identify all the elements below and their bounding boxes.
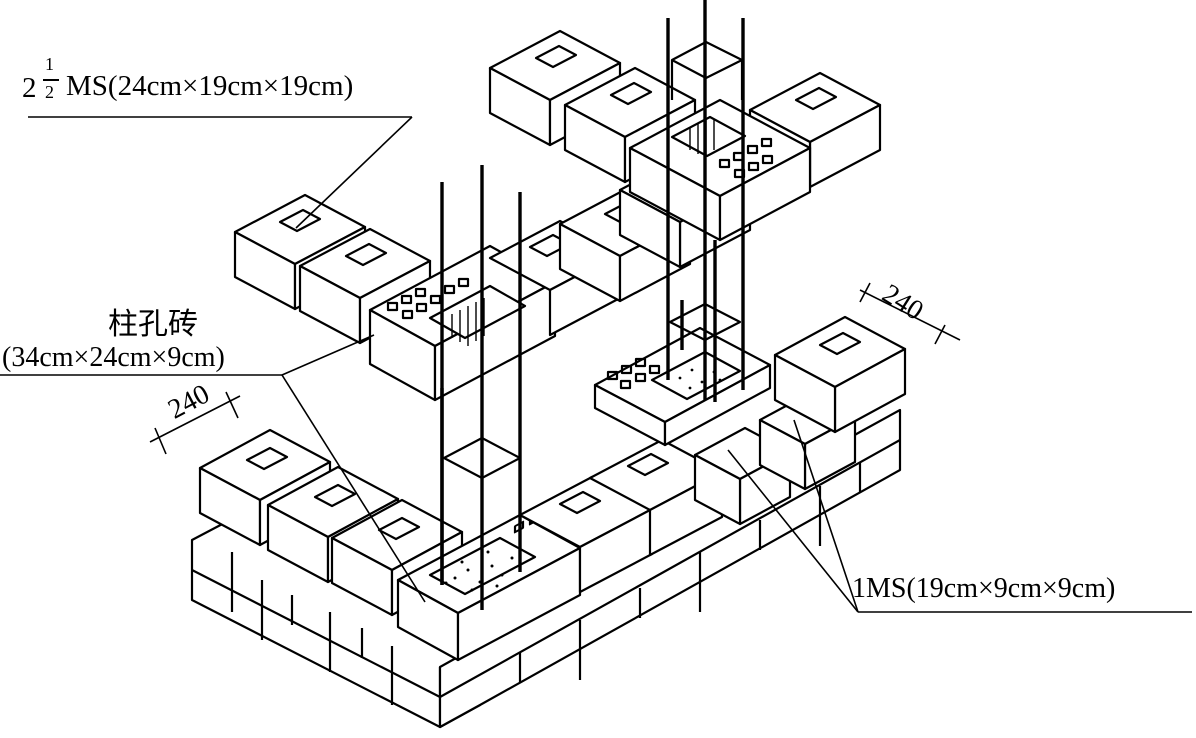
stirrups xyxy=(442,40,744,488)
label-top-numerator: 1 xyxy=(45,54,54,74)
top-column-brick xyxy=(628,98,812,242)
right-column-brick xyxy=(593,326,772,447)
fraction-bar xyxy=(43,79,59,81)
front-right-blocks xyxy=(518,315,907,594)
upper-left-blocks xyxy=(233,193,432,345)
label-column-brick-name: 柱孔砖 xyxy=(108,308,198,341)
dimension-lines xyxy=(149,282,961,455)
label-top-block: MS(24cm×19cm×19cm) xyxy=(66,70,354,102)
label-top-denominator: 2 xyxy=(45,82,54,102)
upper-left-column-brick xyxy=(368,244,557,402)
label-top-integer: 2 xyxy=(22,72,37,104)
label-column-brick-dims: (34cm×24cm×9cm) xyxy=(2,342,225,373)
leader-lines xyxy=(0,116,1192,613)
label-bottom-brick: 1MS(19cm×9cm×9cm) xyxy=(852,573,1116,604)
